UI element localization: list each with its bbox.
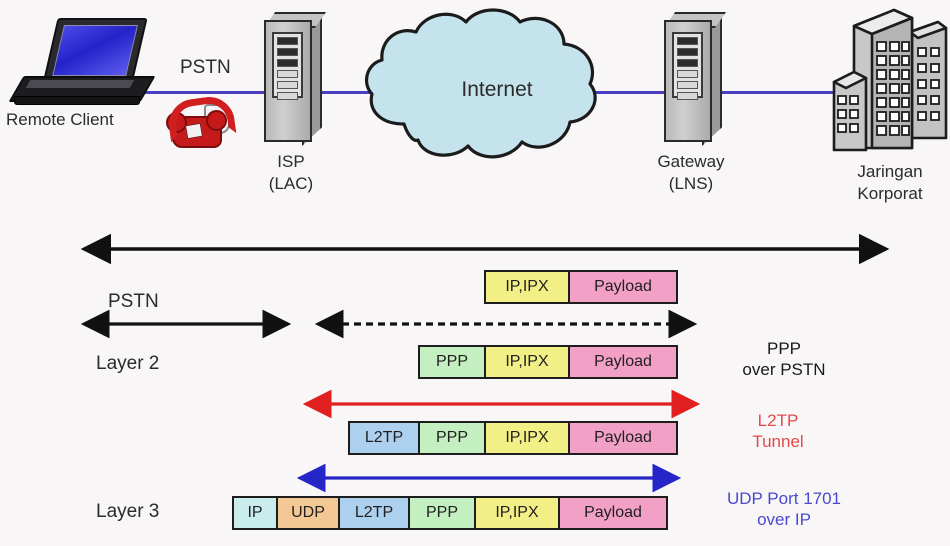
- telephone-icon: [165, 93, 237, 150]
- packet-field-payload: Payload: [568, 421, 678, 455]
- packet-row-1: IP,IPX Payload: [484, 270, 678, 304]
- legend-udp-line1: UDP Port 1701: [726, 489, 842, 508]
- corporate-label-line1: Jaringan: [857, 162, 923, 181]
- corporate-label-line2: Korporat: [857, 184, 923, 203]
- server-tower-icon-isp: [264, 12, 326, 146]
- packet-field-payload: Payload: [568, 270, 678, 304]
- legend-l2tp-line1: L2TP: [757, 411, 799, 430]
- packet-row-3: L2TP PPP IP,IPX Payload: [348, 421, 678, 455]
- packet-field-ppp: PPP: [418, 345, 486, 379]
- packet-field-ip-ipx: IP,IPX: [484, 270, 570, 304]
- server-tower-icon-gateway: [664, 12, 726, 146]
- legend-udp-port: UDP Port 1701 over IP: [727, 488, 841, 530]
- packet-field-l2tp: L2TP: [348, 421, 420, 455]
- packet-field-payload: Payload: [568, 345, 678, 379]
- packet-row-4: IP UDP L2TP PPP IP,IPX Payload: [232, 496, 668, 530]
- packet-field-ip-ipx: IP,IPX: [484, 421, 570, 455]
- pstn-span-label: PSTN: [108, 291, 159, 312]
- laptop-icon: [8, 18, 156, 108]
- packet-field-ip-ipx: IP,IPX: [484, 345, 570, 379]
- layer2-label: Layer 2: [96, 353, 160, 374]
- isp-label-line2: (LAC): [268, 174, 314, 193]
- gateway-label-line1: Gateway: [657, 152, 725, 171]
- link-internet-gateway: [590, 91, 670, 94]
- packet-field-ppp: PPP: [418, 421, 486, 455]
- remote-client-label: Remote Client: [6, 110, 114, 129]
- packet-field-payload: Payload: [558, 496, 668, 530]
- link-client-isp: [118, 91, 266, 94]
- legend-ppp-over-pstn: PPP over PSTN: [742, 338, 825, 380]
- isp-label-line1: ISP: [277, 152, 305, 171]
- internet-label: Internet: [461, 78, 533, 101]
- layer3-label: Layer 3: [96, 501, 160, 522]
- gateway-label-line2: (LNS): [668, 174, 714, 193]
- legend-l2tp-tunnel: L2TP Tunnel: [752, 410, 803, 452]
- legend-udp-line2: over IP: [757, 510, 811, 529]
- legend-ppp-line1: PPP: [766, 339, 802, 358]
- buildings-icon: [832, 8, 948, 152]
- legend-l2tp-line2: Tunnel: [752, 432, 804, 451]
- packet-field-ip: IP: [232, 496, 278, 530]
- cloud-icon: [364, 8, 597, 159]
- packet-field-l2tp: L2TP: [338, 496, 410, 530]
- packet-field-ppp: PPP: [408, 496, 476, 530]
- packet-row-2: PPP IP,IPX Payload: [418, 345, 678, 379]
- link-isp-internet: [320, 91, 400, 94]
- packet-field-udp: UDP: [276, 496, 340, 530]
- legend-ppp-line2: over PSTN: [742, 360, 826, 379]
- link-gateway-corp: [722, 91, 852, 94]
- packet-field-ip-ipx: IP,IPX: [474, 496, 560, 530]
- pstn-link-label: PSTN: [180, 57, 231, 78]
